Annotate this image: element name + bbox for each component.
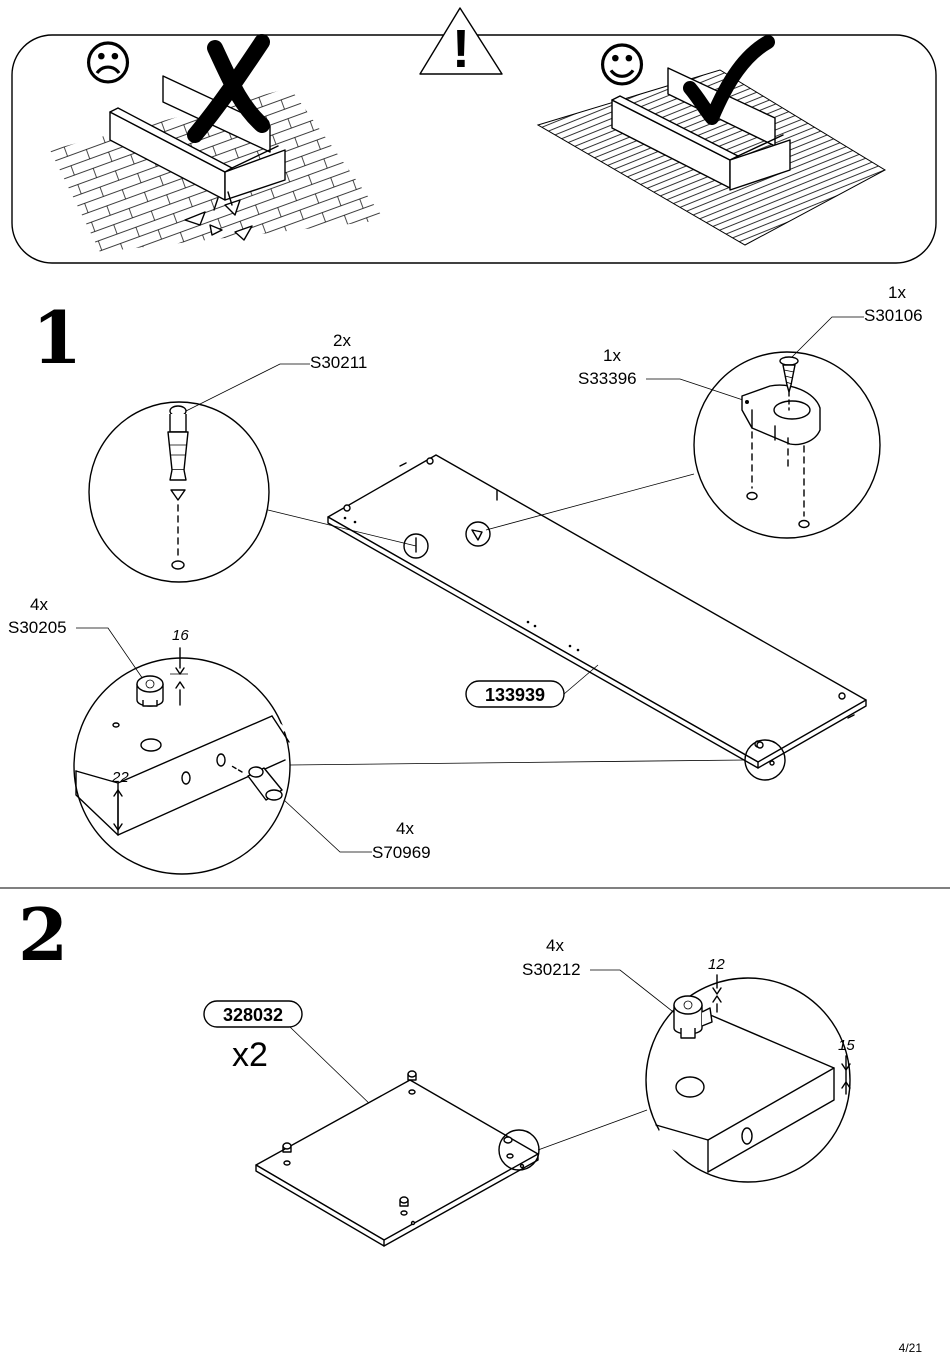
s30212-code: S30212 (522, 960, 581, 979)
dowel-icon (247, 766, 283, 801)
warning-exclamation: ! (452, 19, 470, 79)
bad-surface-illustration (50, 34, 385, 252)
cam-lock-icon-2 (673, 995, 713, 1039)
panel-qty: x2 (232, 1036, 268, 1074)
step-1-number: 1 (32, 295, 82, 380)
screw-icon (779, 356, 799, 393)
smile-face-icon: ☺ (597, 38, 647, 94)
dim-15: 15 (838, 1037, 855, 1054)
cam-lock-icon (136, 675, 164, 707)
cross-mark-icon (187, 34, 270, 143)
s30205-code: S30205 (8, 618, 67, 637)
s30211-code: S30211 (310, 353, 367, 372)
s33396-code: S33396 (578, 369, 637, 388)
warning-triangle-icon: ! (419, 7, 503, 79)
callout-s30205: 4x S30205 16 (8, 595, 746, 875)
s70969-qty: 4x (396, 819, 414, 838)
s30212-qty: 4x (546, 936, 564, 955)
s30106-code: S30106 (864, 306, 923, 325)
callout-s30211: 2x S30211 (88, 331, 417, 583)
s30106-qty: 1x (888, 283, 906, 302)
svg-text:133939: 133939 (485, 685, 545, 705)
frown-face-icon: ☹ (83, 36, 133, 92)
dim-16: 16 (172, 627, 189, 644)
svg-text:328032: 328032 (223, 1005, 283, 1025)
good-surface-illustration (536, 35, 887, 246)
s70969-code: S70969 (372, 843, 431, 862)
panel-133939 (327, 454, 867, 781)
step-2: 2 328032 x2 (18, 892, 855, 1247)
step-1: 1 (8, 283, 923, 875)
callout-s30106: 1x S30106 (791, 283, 923, 358)
panel-328032 (255, 1070, 540, 1247)
dim-22: 22 (111, 769, 129, 786)
step-2-number: 2 (18, 892, 68, 977)
page-number: 4/21 (899, 1341, 923, 1353)
cam-bolt-icon (167, 405, 189, 501)
check-mark-icon (683, 35, 775, 125)
bracket-icon (741, 384, 821, 446)
s33396-qty: 1x (603, 346, 621, 365)
part-label-133939: 133939 (465, 664, 599, 708)
callout-s33396: 1x S33396 (485, 346, 881, 539)
warning-panel: ! ☹ ☺ (11, 7, 937, 264)
callout-s30212: 4x S30212 12 15 (522, 936, 855, 1183)
dim-12: 12 (708, 956, 725, 973)
part-label-328032: 328032 x2 (203, 1000, 375, 1109)
callout-s70969: 4x S70969 (283, 799, 431, 862)
s30211-qty: 2x (333, 331, 351, 350)
s30205-qty: 4x (30, 595, 48, 614)
